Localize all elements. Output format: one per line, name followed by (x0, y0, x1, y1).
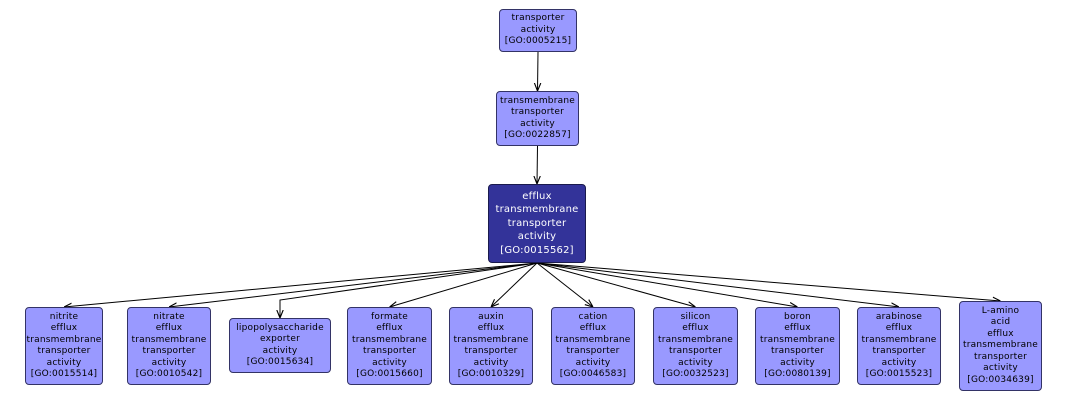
go-term-label-line: activity (262, 345, 298, 356)
go-term-label-line: efflux (885, 323, 913, 333)
go-term-label-line: transmembrane (555, 334, 631, 345)
go-term-label-line: acid (990, 317, 1011, 328)
go-term-label-line: transmembrane (861, 334, 937, 345)
go-term-label-line: transmembrane (453, 334, 529, 345)
go-term-label-line: activity (473, 357, 509, 368)
go-term-label-line: transporter (464, 346, 518, 356)
go-term-label-line: transmembrane (500, 95, 575, 106)
go-term-label-line: cation (578, 311, 608, 322)
go-term-label-line: nitrite (49, 311, 79, 322)
go-term-label-line: activity (520, 118, 555, 129)
go-term-label-line: arabinose (875, 311, 923, 322)
edge-arrow (169, 262, 538, 307)
go-term-id: [GO:0010329] (457, 369, 525, 379)
go-term-label-line: transporter (511, 13, 565, 24)
go-term-label-line: efflux (477, 323, 505, 333)
edge-arrow (537, 145, 538, 184)
go-term-id: [GO:0032523] (662, 369, 729, 379)
go-term-label-line: exporter (260, 334, 300, 344)
go-term-label-line: transporter (362, 346, 417, 356)
go-term-label-line: transmembrane (495, 204, 579, 216)
go-term-label-line: boron (784, 311, 811, 322)
go-term-label-line: activity (520, 24, 556, 35)
go-term-label-line: transporter (872, 346, 926, 356)
edge-arrow (536, 262, 1001, 301)
go-term-label-line: activity (780, 357, 815, 368)
go-term-id: [GO:0015562] (500, 244, 574, 256)
go-term-label-line: transporter (142, 346, 196, 356)
edge-arrow (536, 262, 798, 307)
go-term-label-line: transporter (973, 351, 1028, 362)
go-term-label-line: transporter (510, 107, 565, 117)
go-term-label-line: transmembrane (658, 334, 733, 345)
go-term-label-line: activity (575, 357, 611, 368)
go-term-label-line: activity (372, 357, 407, 368)
go-term-id: [GO:0080139] (764, 369, 831, 379)
go-term-label-line: transmembrane (26, 334, 102, 345)
go-term-label-line: efflux (579, 323, 607, 333)
go-term-label-line: transporter (566, 346, 620, 356)
go-term-id: [GO:0046583] (559, 369, 627, 379)
go-term-label-line: activity (678, 357, 713, 368)
go-term-label-line: transmembrane (352, 334, 427, 345)
go-term-label-line: efflux (155, 323, 183, 333)
go-term-label-line: efflux (376, 323, 403, 333)
edge-arrow (536, 262, 696, 307)
go-term-label-line: transmembrane (760, 334, 835, 345)
go-term-label-line: auxin (478, 311, 504, 322)
edge-arrow (280, 262, 538, 318)
go-term-label-line: silicon (680, 311, 711, 322)
edge-arrow (536, 262, 899, 307)
go-term-id: [GO:0015660] (356, 369, 423, 379)
go-term-label-line: activity (151, 357, 187, 368)
edge-arrow (64, 262, 538, 307)
go-term-label-line: activity (881, 357, 917, 368)
go-term-id: [GO:0015523] (865, 369, 933, 379)
go-term-id: [GO:0015634] (246, 357, 314, 367)
go-term-id: [GO:0010542] (135, 369, 203, 379)
go-term-id: [GO:0022857] (504, 130, 571, 140)
go-term-label-line: efflux (50, 323, 78, 333)
edge-arrow (390, 262, 538, 307)
go-term-label-line: activity (983, 363, 1018, 374)
edge-arrow (538, 51, 539, 91)
edge-arrow (491, 262, 538, 307)
edge-arrow (536, 262, 593, 307)
go-term-label-line: transmembrane (131, 334, 207, 345)
go-term-label-line: transmembrane (963, 340, 1038, 351)
go-term-label-line: efflux (784, 323, 811, 333)
go-term-label-line: nitrate (153, 311, 185, 322)
go-term-label-line: efflux (682, 323, 709, 333)
go-term-label-line: efflux (987, 328, 1014, 339)
go-term-label-line: activity (46, 357, 82, 368)
go-term-id: [GO:0015514] (30, 369, 98, 379)
go-term-label-line: transporter (770, 346, 825, 356)
go-term-id: [GO:0005215] (504, 36, 572, 47)
go-term-label-line: lipopolysaccharide (236, 322, 324, 333)
go-term-label-line: transporter (507, 217, 567, 229)
go-term-label-line: transporter (668, 346, 723, 356)
go-term-label-line: transporter (37, 346, 91, 356)
go-term-label-line: activity (517, 231, 557, 243)
go-term-label-line: formate (371, 311, 408, 322)
go-term-label-line: efflux (522, 190, 552, 202)
go-term-id: [GO:0034639] (967, 374, 1034, 385)
go-term-label-line: L-amino (981, 305, 1020, 316)
